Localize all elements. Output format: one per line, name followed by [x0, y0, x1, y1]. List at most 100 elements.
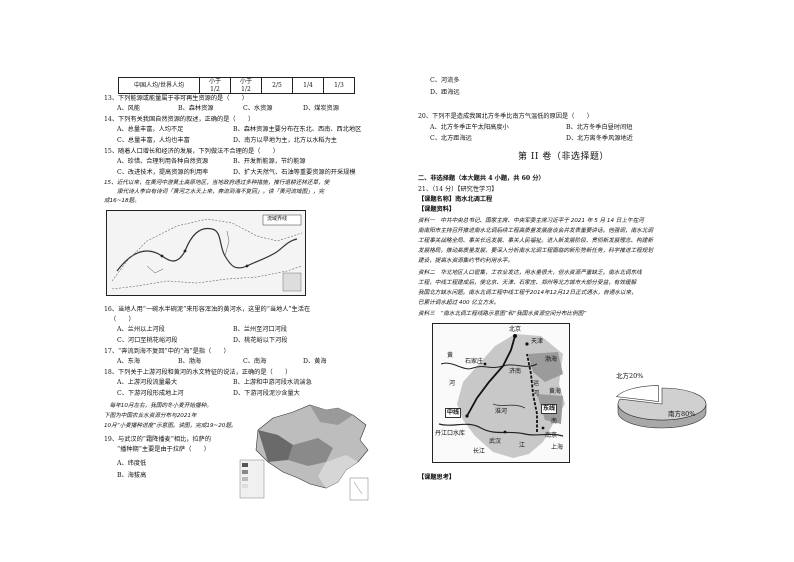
q14-option-c: C、总量丰富，人均也丰富 [117, 137, 190, 144]
material-2-line: 资料二 华北地区人口密集，工农业发达，用水量很大，但水资源严重缺乏。南水北调东线 [418, 270, 642, 276]
diversion-map-drawing [433, 324, 569, 462]
question-16-stem: 16、当地人用“一碗水半碗泥”来形容浑浊的黄河水，这里的“当地人”生活在 [104, 306, 311, 313]
q14-option-a: A、总量丰富，人均不足 [117, 126, 184, 133]
q18-option-b: B、上游和中游河段水流湍急 [233, 379, 312, 386]
q15-option-c: C、改进技术，提高资源的利用率 [117, 169, 209, 176]
q19-option-d: D、距海远 [430, 89, 460, 96]
pie-label-north: 北方20% [616, 372, 644, 380]
pie-slice-north [616, 385, 659, 402]
map-label-nanjing: 南京 [545, 432, 558, 439]
question-20-stem: 20、下列不是造成我国北方冬季比南方气温低的原因是（ ） [418, 113, 593, 120]
q20-option-d: D、北方离冬季风源地近 [566, 135, 633, 142]
question-16-stem-cont: （ ） [110, 316, 135, 323]
q15-option-d: D、扩大天然气、石油等重要资源的开采规模 [233, 169, 356, 176]
question-19-stem-cont: “播种期”主要是由于拉萨（ ） [117, 446, 210, 453]
question-18-stem: 18、下列关于上游河段和黄河的水文特征的说法，正确的是（ ） [104, 369, 292, 376]
q18-option-a: A、上游河段流量最大 [117, 379, 178, 386]
map-label-jiang: 江 [519, 442, 526, 449]
material-1-line: 南南阳市主持召开推进南水北调后续工程高质量发展座谈会并发表重要讲话。他强调，南水… [418, 228, 653, 234]
q15-option-a: A、珍惜、合理利用各种自然资源 [117, 158, 209, 165]
map-label-yellow-sea: 黄海 [549, 388, 562, 395]
material-1-line: 工程事关战略全局、事关长远发展、事关人民福祉。进入新发展阶段、贯彻新发展理念、构… [418, 238, 653, 244]
ratio-cell: 小于 1/2 [199, 77, 231, 94]
question-13-stem: 13、下列能源或能量属于非可再生资源的是（ ） [104, 95, 248, 102]
intro2-line: 每年10月左右，我国的冬小麦开始播种。 [104, 403, 212, 409]
q20-option-a: A、北方冬季正午太阳高度小 [430, 124, 509, 131]
q18-option-c: C、下游河段形成地上河 [117, 390, 184, 397]
q14-option-b: B、森林资源主要分布在东北、西南、西北地区 [233, 126, 362, 133]
map-label-east-route: 东线 [541, 404, 558, 414]
map-legend-label: 流域界线 [267, 216, 288, 222]
question-19-stem: 19、与武汉的“霜降播麦”相比，拉萨的 [104, 436, 212, 443]
map-label-huaihe: 淮河 [495, 408, 508, 415]
pie-slice-south [617, 387, 707, 421]
water-ratio-table: 中国人均/世界人均 小于 1/2 小于 1/2 2/5 1/4 1/3 [118, 77, 355, 94]
map-label-danjiangkou: 丹江口水库 [435, 430, 466, 437]
question-15-stem: 15、随着人口增长和经济的发展，下列做法不合理的是（ ） [104, 148, 279, 155]
map-label-shanghai: 上海 [551, 444, 564, 451]
material-2-line: 工程，中线工程建成后，使北京、天津、石家庄、郑州等北方城市大部分受益，有效缓解 [418, 280, 637, 286]
map-label-wuhan: 武汉 [489, 438, 502, 445]
topic-name-label: 【课题名称】南水北调工程 [418, 196, 493, 203]
map-label-he2: 河 [533, 390, 540, 397]
q16-option-d: D、桃花峪以下河段 [233, 337, 288, 344]
q19-option-a: A、纬度低 [117, 460, 147, 467]
ratio-cell: 1/3 [323, 77, 355, 94]
yellow-river-basin-map: 流域界线 [106, 210, 306, 296]
q14-option-d: D、南方以旱地为主，北方以水稻为主 [233, 137, 337, 144]
yellow-river-map-drawing [107, 211, 305, 295]
pie-chart-svg [616, 385, 707, 429]
pie-label-south: 南方80% [668, 410, 696, 418]
material-1-line: 建设，提高水资源集约节约利用水平。 [418, 258, 514, 264]
map-label-he: 河 [449, 380, 456, 387]
china-map-drawing [239, 404, 369, 501]
q17-option-d: D、黄海 [303, 358, 327, 365]
material-2-line: 我国北方缺水问题。南水北调工程中线工程于2014年12月12日正式通水，自通水以… [418, 290, 637, 296]
q19-option-c: C、河流多 [430, 77, 460, 84]
map-label-middle-route: 中线 [445, 408, 462, 418]
part-2-subtitle: 二、非选择题（本大题共 4 小题，共 60 分） [418, 175, 545, 182]
map-label-bohai: 渤海 [545, 356, 558, 363]
q17-option-b: B、渤海 [178, 358, 202, 365]
map-label-huang: 黄 [447, 352, 454, 359]
question-17-stem: 17、“奔流到海不复回”中的“海”是指（ ） [104, 348, 230, 355]
intro-line: 康代诗人李白有诗词「黄河之水天上来，奔流到海不复回」。读「黄河流域图」，完 [117, 189, 324, 195]
q16-option-a: A、兰州以上河段 [117, 326, 165, 333]
map-label-yun: 运 [533, 380, 540, 387]
intro2-line: 10月“小麦播种进度”示意图。读图，完成19~20题。 [104, 423, 237, 429]
south-north-water-diversion-map: 北京 天津 石家庄 渤海 黄 河 济南 黄海 东线 中线 淮河 丹江口水库 武汉… [432, 323, 570, 463]
material-1-line: 发展格局，推动高质量发展，要深入分析南水北调工程面临的新形势新任务，科学推进工程… [418, 248, 653, 254]
china-wheat-sowing-map [238, 400, 378, 502]
material-1-line: 资料一 中共中央总书记、国家主席、中央军委主席习近平于 2021 年 5 月 1… [418, 218, 644, 224]
think-label: 【课题思考】 [418, 474, 456, 481]
q16-option-b: B、兰州至河口河段 [233, 326, 288, 333]
map-label-shijiazhuang: 石家庄 [465, 358, 484, 365]
material-label: 【课题资料】 [418, 206, 456, 213]
q13-option-d: D、煤炭资源 [303, 105, 339, 112]
q20-option-c: C、北方距海远 [430, 135, 472, 142]
ratio-cell: 小于 1/2 [230, 77, 262, 94]
intro-line: 成16~18题。 [104, 198, 140, 204]
q20-option-b: B、北方冬季白昼时间短 [566, 124, 633, 131]
material-3-line: 资料三 “南水北调工程线路示意图”和“我国水资源空间分布比例图” [418, 311, 587, 317]
question-14-stem: 14、下列有关我国自然资源的叙述，正确的是（ ） [104, 116, 255, 123]
q18-option-d: D、下游河段泥沙含量大 [233, 390, 300, 397]
q17-option-a: A、东海 [117, 358, 141, 365]
material-2-line: 已累计调水超过 400 亿立方米。 [418, 300, 500, 306]
q13-option-b: B、森林资源 [178, 105, 214, 112]
map-label-nan: 南 [551, 418, 558, 425]
map-label-beijing: 北京 [509, 326, 522, 333]
ratio-cell: 2/5 [261, 77, 293, 94]
map-label-jinan: 济南 [509, 368, 522, 375]
q19-option-b: B、海拔高 [117, 472, 147, 479]
ratio-cell: 1/4 [292, 77, 324, 94]
intro2-line: 下图为中国农业水资源分布与2021年 [104, 413, 197, 419]
map-label-tianjin: 天津 [531, 338, 544, 345]
part-2-title: 第 II 卷（非选择题） [518, 152, 609, 162]
water-resource-pie-chart: 北方20% 南方80% [596, 370, 716, 440]
q16-option-c: C、河口至桃花峪河段 [117, 337, 178, 344]
map-label-changjiang: 长江 [473, 448, 486, 455]
ratio-row-label: 中国人均/世界人均 [118, 77, 200, 94]
q15-option-b: B、开发新能源，节约能源 [233, 158, 306, 165]
question-21-stem: 21、（14 分）【研究性学习】 [418, 186, 498, 193]
